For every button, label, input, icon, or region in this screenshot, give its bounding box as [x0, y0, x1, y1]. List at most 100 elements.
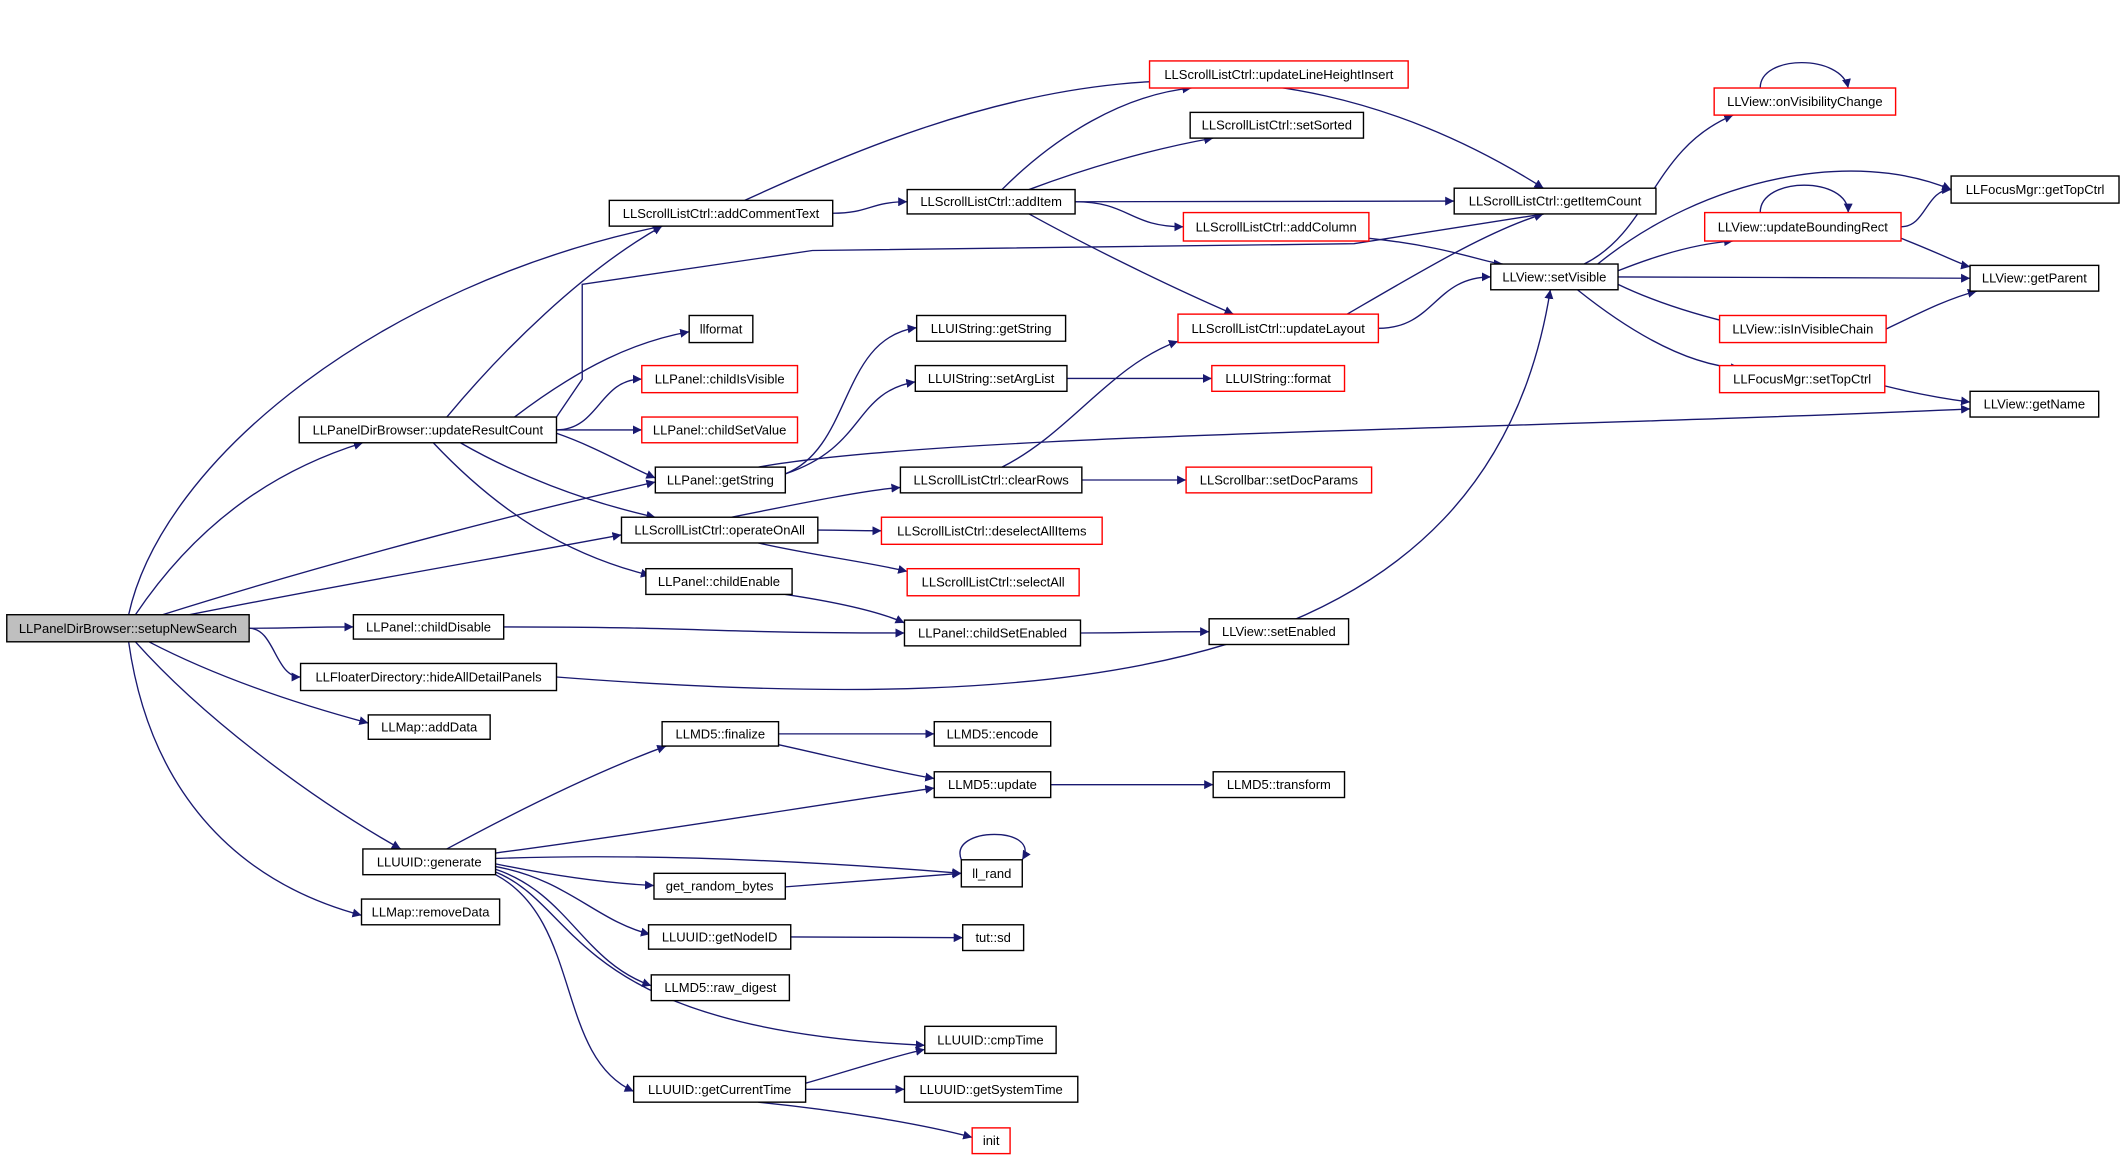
- edge-path: [1884, 385, 1971, 406]
- node-onVisibilityChange[interactable]: LLView::onVisibilityChange: [1713, 87, 1897, 116]
- node-cmpTime[interactable]: LLUUID::cmpTime: [924, 1025, 1057, 1055]
- node-label: tut::sd: [975, 930, 1010, 945]
- edge-path: [1617, 237, 1734, 272]
- edge-path: [249, 622, 354, 632]
- call-edge: [790, 933, 963, 943]
- node-md5Transform[interactable]: LLMD5::transform: [1212, 771, 1346, 799]
- node-llRand[interactable]: ll_rand: [960, 859, 1023, 888]
- node-getRandomBytes[interactable]: get_random_bytes: [653, 872, 787, 900]
- node-label: LLUUID::generate: [377, 854, 482, 869]
- call-edge: [1618, 273, 1971, 283]
- node-box: [1718, 364, 1886, 394]
- edge-path: [1080, 627, 1210, 637]
- node-setDocParams[interactable]: LLScrollbar::setDocParams: [1185, 466, 1373, 494]
- node-rawDigest[interactable]: LLMD5::raw_digest: [650, 974, 791, 1002]
- call-edge: [495, 871, 925, 1050]
- node-setupNewSearch[interactable]: LLPanelDirBrowser::setupNewSearch: [6, 614, 250, 643]
- node-getSystemTime[interactable]: LLUUID::getSystemTime: [903, 1075, 1079, 1103]
- edge-path: [1001, 84, 1192, 191]
- node-label: LLScrollListCtrl::operateOnAll: [634, 523, 805, 538]
- edge-path: [785, 593, 905, 624]
- node-getString[interactable]: LLPanel::getString: [654, 466, 787, 494]
- node-md5Update[interactable]: LLMD5::update: [933, 771, 1052, 799]
- node-label: LLMap::removeData: [372, 904, 491, 919]
- node-uuidGenerate[interactable]: LLUUID::generate: [362, 848, 497, 876]
- node-uiFormat[interactable]: LLUIString::format: [1211, 364, 1346, 393]
- node-setVisible[interactable]: LLView::setVisible: [1490, 263, 1619, 291]
- node-getItemCount[interactable]: LLScrollListCtrl::getItemCount: [1453, 187, 1657, 215]
- node-viewSetEnabled[interactable]: LLView::setEnabled: [1208, 618, 1350, 646]
- node-childIsVisible[interactable]: LLPanel::childIsVisible: [641, 364, 799, 394]
- node-isInVisibleChain[interactable]: LLView::isInVisibleChain: [1718, 314, 1887, 344]
- node-addColumn[interactable]: LLScrollListCtrl::addColumn: [1182, 211, 1370, 242]
- edge-layer: [127, 62, 1978, 1140]
- node-label: LLView::getParent: [1982, 271, 2087, 286]
- call-edge: [148, 641, 369, 726]
- node-llformat[interactable]: llformat: [688, 314, 754, 344]
- node-childSetValue[interactable]: LLPanel::childSetValue: [641, 416, 799, 444]
- node-addCommentText[interactable]: LLScrollListCtrl::addCommentText: [608, 199, 834, 227]
- node-box: [1969, 264, 2100, 292]
- edge-path: [495, 865, 651, 937]
- node-md5Finalize[interactable]: LLMD5::finalize: [661, 720, 780, 747]
- node-updateLineHeightInsert[interactable]: LLScrollListCtrl::updateLineHeightInsert: [1148, 60, 1409, 89]
- call-edge: [495, 856, 962, 878]
- node-box: [961, 924, 1025, 952]
- node-init[interactable]: init: [971, 1127, 1011, 1155]
- node-box: [352, 614, 505, 640]
- node-box: [933, 771, 1052, 799]
- edge-path: [778, 744, 935, 782]
- call-edge: [1900, 185, 1952, 228]
- node-label: LLFocusMgr::setTopCtrl: [1733, 372, 1871, 387]
- node-uiGetString[interactable]: LLUIString::getString: [915, 314, 1067, 342]
- node-hideAllDetailPanels[interactable]: LLFloaterDirectory::hideAllDetailPanels: [299, 662, 558, 692]
- call-edge: [758, 404, 1971, 468]
- node-getNodeID[interactable]: LLUUID::getNodeID: [647, 924, 792, 950]
- node-childDisable[interactable]: LLPanel::childDisable: [352, 614, 505, 640]
- node-box: [1718, 314, 1887, 344]
- node-childSetEnabled[interactable]: LLPanel::childSetEnabled: [903, 619, 1082, 647]
- edge-path: [785, 869, 962, 888]
- edge-path: [1885, 288, 1978, 330]
- node-getParent[interactable]: LLView::getParent: [1969, 264, 2100, 292]
- node-label: LLView::setVisible: [1502, 269, 1606, 284]
- call-edge: [1028, 213, 1234, 315]
- node-label: get_random_bytes: [666, 879, 774, 894]
- edge-path: [556, 374, 642, 431]
- node-getTopCtrl[interactable]: LLFocusMgr::getTopCtrl: [1950, 175, 2120, 204]
- node-setTopCtrl[interactable]: LLFocusMgr::setTopCtrl: [1718, 364, 1886, 394]
- edge-path: [495, 868, 652, 987]
- node-updateResultCount[interactable]: LLPanelDirBrowser::updateResultCount: [298, 416, 558, 444]
- node-box: [1490, 263, 1619, 291]
- node-addData[interactable]: LLMap::addData: [367, 714, 491, 740]
- node-label: LLScrollListCtrl::deselectAllItems: [897, 523, 1087, 538]
- node-childEnable[interactable]: LLPanel::childEnable: [645, 567, 793, 596]
- call-edge: [514, 328, 690, 418]
- node-label: LLScrollListCtrl::selectAll: [922, 575, 1065, 590]
- node-setSorted[interactable]: LLScrollListCtrl::setSorted: [1189, 111, 1365, 139]
- edge-path: [1597, 170, 1952, 265]
- node-label: LLView::updateBoundingRect: [1718, 219, 1888, 234]
- node-deselectAllItems[interactable]: LLScrollListCtrl::deselectAllItems: [880, 516, 1103, 546]
- node-removeData[interactable]: LLMap::removeData: [360, 898, 501, 926]
- call-edge: [1759, 184, 1853, 213]
- node-label: LLMD5::update: [948, 777, 1037, 792]
- node-box: [645, 567, 793, 596]
- node-setArgList[interactable]: LLUIString::setArgList: [914, 364, 1068, 393]
- node-label: LLPanel::childSetValue: [653, 422, 786, 437]
- node-selectAll[interactable]: LLScrollListCtrl::selectAll: [906, 567, 1080, 597]
- node-clearRows[interactable]: LLScrollListCtrl::clearRows: [899, 466, 1083, 494]
- call-edge: [1075, 196, 1455, 206]
- call-edge: [127, 641, 362, 918]
- node-addItem[interactable]: LLScrollListCtrl::addItem: [906, 188, 1076, 215]
- node-box: [1453, 187, 1657, 215]
- node-updateBoundingRect[interactable]: LLView::updateBoundingRect: [1703, 211, 1902, 242]
- node-label: LLPanel::childIsVisible: [655, 372, 785, 387]
- node-getCurrentTime[interactable]: LLUUID::getCurrentTime: [632, 1075, 807, 1103]
- node-updateLayout[interactable]: LLScrollListCtrl::updateLayout: [1177, 313, 1380, 344]
- node-tutSd[interactable]: tut::sd: [961, 924, 1025, 952]
- node-md5Encode[interactable]: LLMD5::encode: [933, 720, 1052, 747]
- node-box: [1189, 111, 1365, 139]
- node-getName[interactable]: LLView::getName: [1969, 390, 2100, 418]
- node-operateOnAll[interactable]: LLScrollListCtrl::operateOnAll: [620, 516, 819, 544]
